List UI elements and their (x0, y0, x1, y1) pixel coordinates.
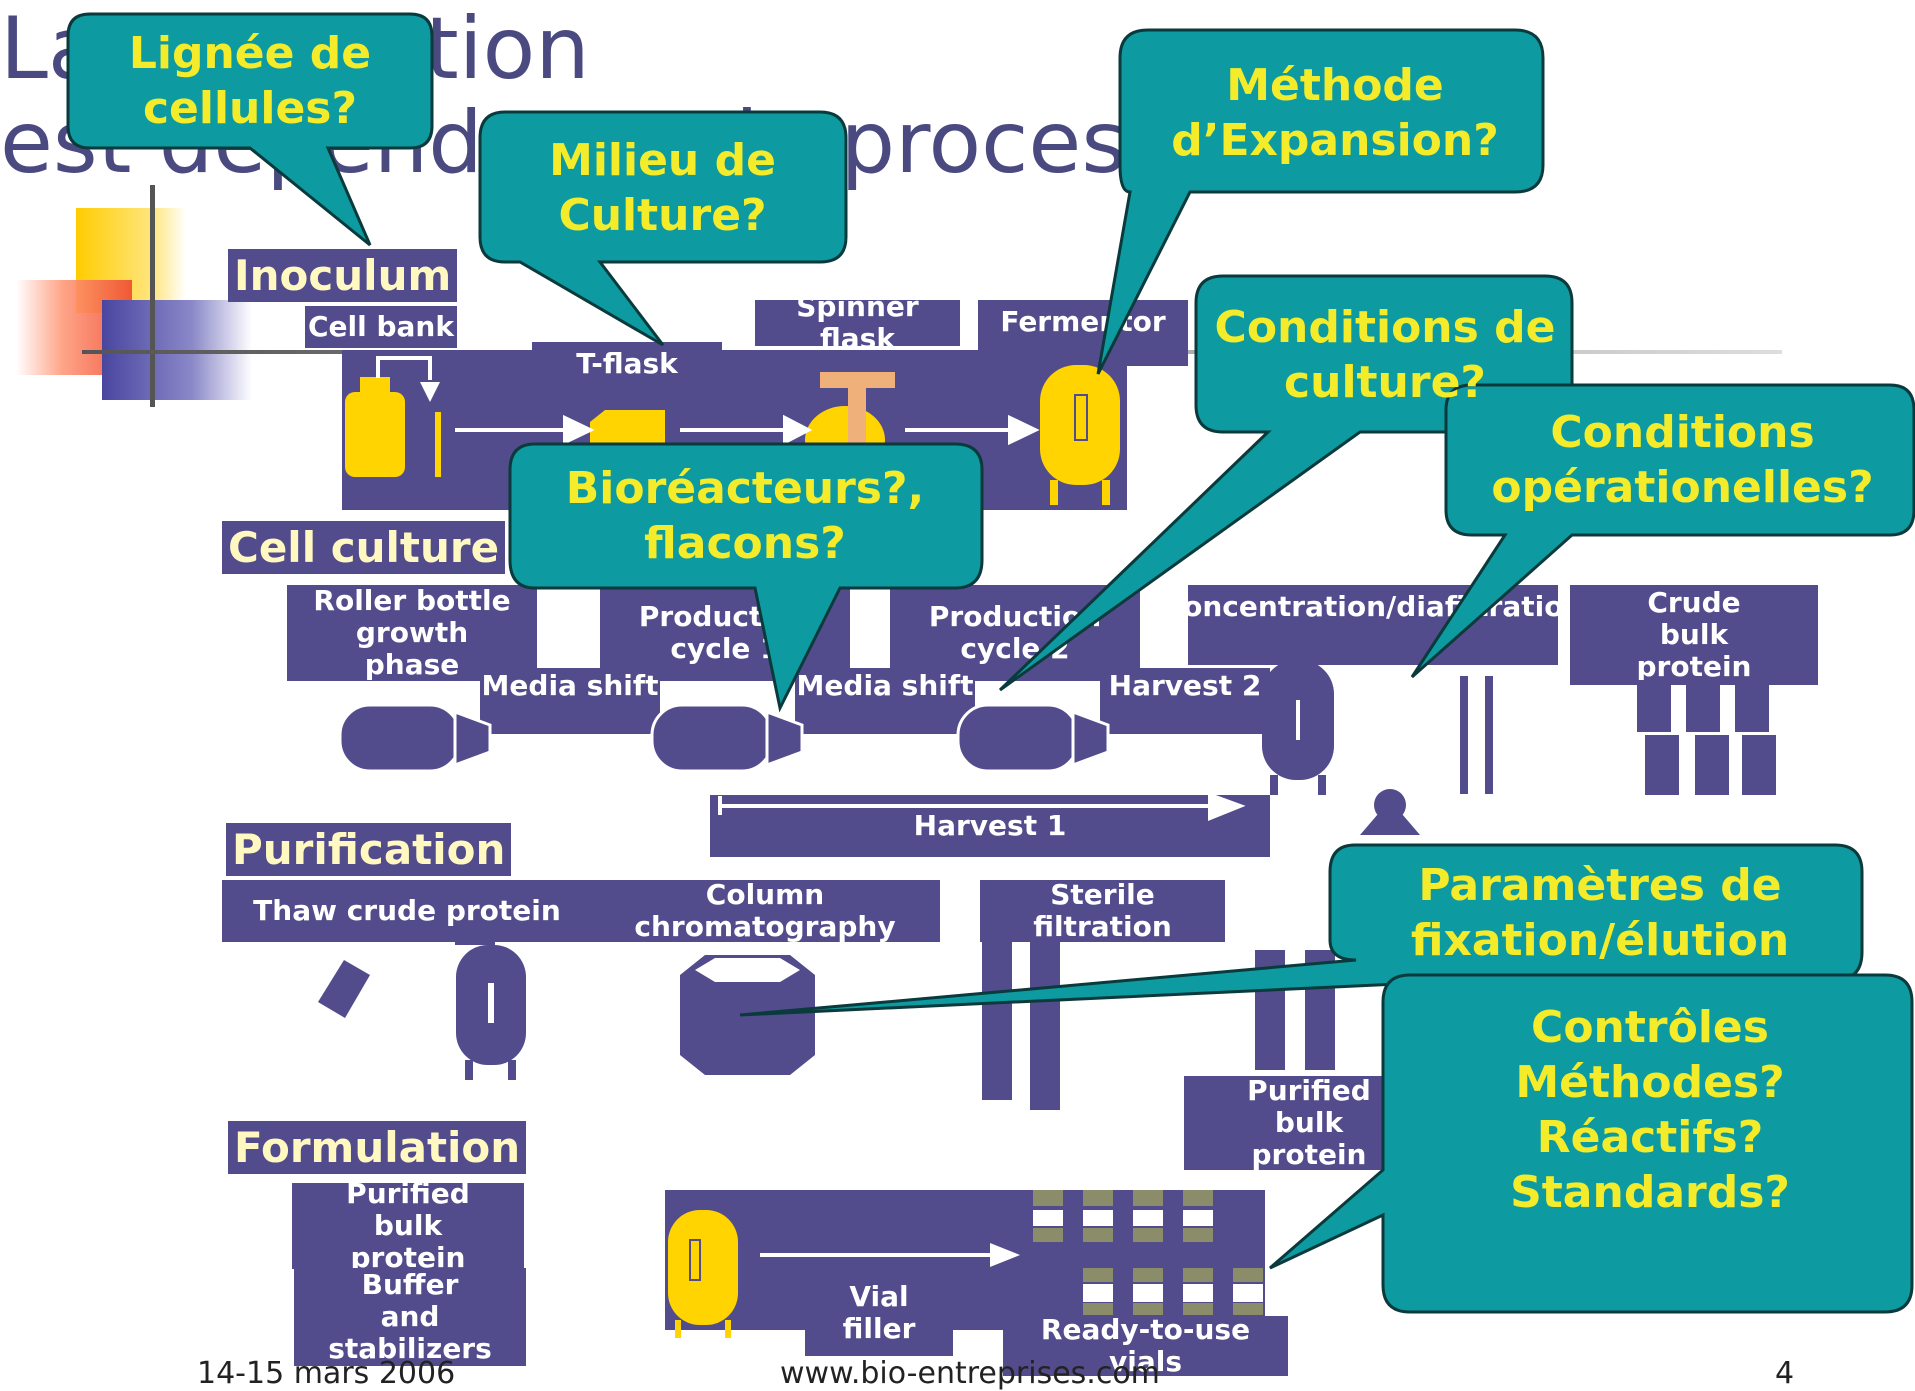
vial-filler-icon (668, 1210, 1020, 1338)
label-t-flask: T-flask (532, 342, 722, 386)
callout-conditions-culture: Conditions de culture? (1214, 302, 1556, 408)
label-buffer: Buffer and stabilizers (294, 1268, 526, 1366)
footer-site: www.bio-entreprises.com (780, 1356, 1160, 1391)
label-thaw-crude: Thaw crude protein (222, 880, 592, 942)
callout-conditions-oper: Conditions opérationelles? (1491, 407, 1874, 513)
callout-conditions-oper-shape (1410, 383, 1915, 679)
label-fermentor: Fermentor (978, 300, 1188, 366)
label-ready-vials: Ready-to-use vials (1003, 1313, 1288, 1378)
label-media-shift-1: Media shift (480, 668, 660, 734)
callout-milieu-shape (478, 110, 848, 347)
callout-bioreacteurs: Bioréacteurs?, flacons? (565, 462, 925, 569)
label-cell-bank: Cell bank (305, 306, 457, 348)
callout-methode-shape (1096, 28, 1545, 375)
t-flask-icon (590, 410, 665, 445)
label-sterile-filtration: Sterile filtration (980, 878, 1225, 943)
cell-bank-icon (345, 356, 441, 477)
callout-parametres: Paramètres de fixation/élution (1410, 860, 1790, 966)
harvest-1-arrow (718, 792, 1246, 821)
roller-bottle-icons (338, 703, 1110, 773)
section-formulation: Formulation (228, 1121, 527, 1174)
harvest-tank-icons (1262, 660, 1776, 835)
section-purification: Purification (226, 823, 512, 876)
callout-lignee: Lignée de cellules? (128, 27, 372, 134)
label-crude-bulk: Crude bulk protein (1570, 585, 1818, 685)
callout-lignee-shape (66, 12, 434, 247)
callout-bioreacteurs-shape (508, 442, 984, 713)
page-number: 4 (1775, 1356, 1795, 1391)
label-concentration: Concentration/diafiltration (1163, 585, 1583, 665)
label-media-shift-2: Media shift (795, 668, 975, 734)
callout-milieu: Milieu de Culture? (549, 134, 776, 241)
fermentor-icon (1040, 365, 1120, 505)
footer-date: 14-15 mars 2006 (197, 1356, 456, 1391)
label-harvest-2: Harvest 2 (1100, 668, 1270, 734)
formulation-panel (665, 1190, 1265, 1330)
label-roller-bottle: Roller bottle growth phase (287, 584, 537, 681)
label-column-chromatography: Column chromatography (590, 878, 940, 943)
section-cell-culture: Cell culture (222, 521, 506, 574)
section-inoculum: Inoculum (228, 249, 458, 302)
label-vial-filler: Vial filler (805, 1270, 953, 1356)
deco-vertical-line (150, 185, 155, 407)
inoculum-arrows (455, 414, 1040, 446)
callout-conditions-culture-shape (998, 274, 1574, 692)
callout-controles: Contrôles Méthodes? Réactifs? Standards? (1510, 1002, 1790, 1218)
callout-methode: Méthode d’Expansion? (1171, 59, 1499, 166)
vial-grid-icon (1033, 1190, 1263, 1315)
callout-controles-shape (1269, 973, 1914, 1314)
